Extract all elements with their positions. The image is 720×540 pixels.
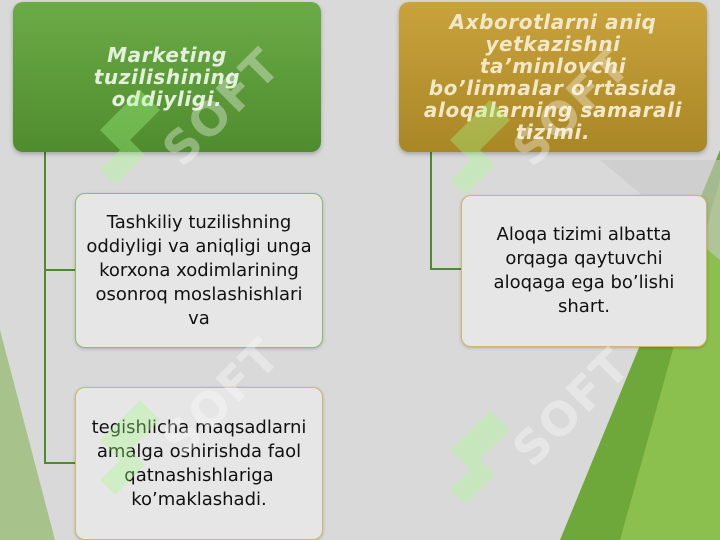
right-header-text: Axborotlarni aniq yetkazishni ta’minlovc… (423, 10, 683, 144)
left-connector-branch-2 (44, 462, 75, 464)
right-header-box: Axborotlarni aniq yetkazishni ta’minlovc… (399, 2, 707, 152)
right-text-box-1: Aloqa tizimi albatta orqaga qaytuvchi al… (461, 195, 707, 347)
left-header-text: Marketing tuzilishining oddiyligi. (93, 43, 241, 111)
left-connector-vertical (44, 152, 46, 464)
right-connector-vertical (430, 152, 432, 270)
left-text-box-1-text: Tashkiliy tuzilishning oddiyligi va aniq… (86, 211, 312, 329)
left-text-box-2-text: tegishlicha maqsadlarni amalga oshirishd… (91, 416, 307, 510)
right-text-box-1-text: Aloqa tizimi albatta orqaga qaytuvchi al… (493, 224, 675, 317)
left-connector-branch-1 (44, 269, 75, 271)
bg-triangle-left (0, 330, 55, 540)
left-text-box-1: Tashkiliy tuzilishning oddiyligi va aniq… (75, 193, 323, 348)
left-text-box-2: tegishlicha maqsadlarni amalga oshirishd… (75, 387, 323, 540)
right-connector-branch-1 (430, 268, 461, 270)
left-header-box: Marketing tuzilishining oddiyligi. (13, 2, 321, 152)
